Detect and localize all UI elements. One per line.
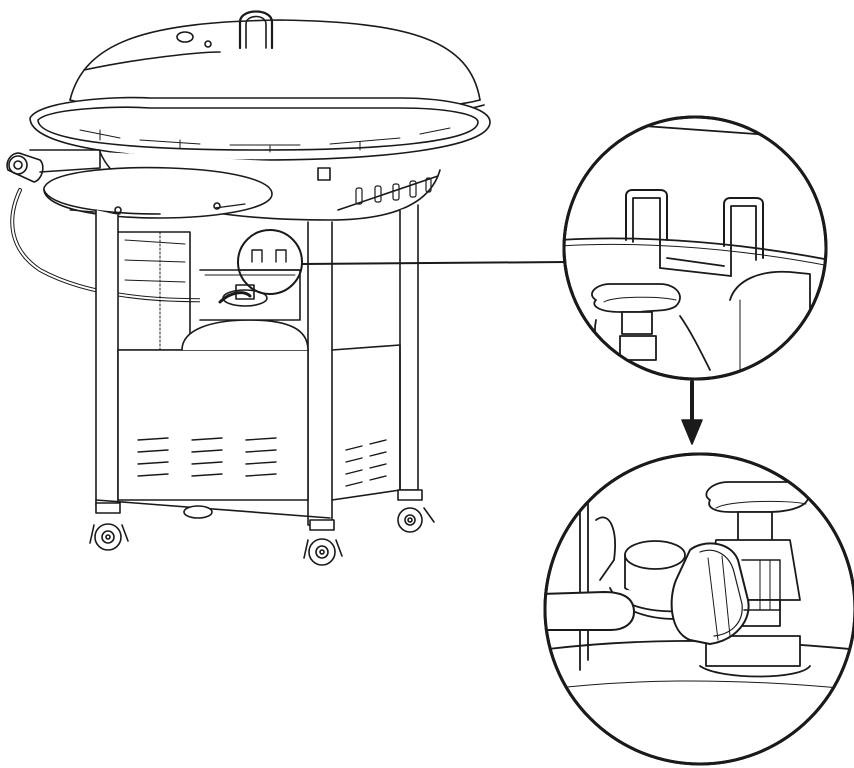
cart-frame: [96, 205, 418, 525]
detail-regulator-connection: [540, 454, 854, 764]
casters: [90, 490, 434, 565]
side-shelf: [44, 168, 272, 218]
arrow-down-icon: [682, 382, 702, 444]
detail-tank-collar: [560, 117, 840, 380]
regulator-icon: [625, 541, 685, 569]
grill-illustration: [7, 12, 566, 566]
callout-leader-line: [302, 262, 566, 264]
regulator-hose: [540, 592, 634, 630]
